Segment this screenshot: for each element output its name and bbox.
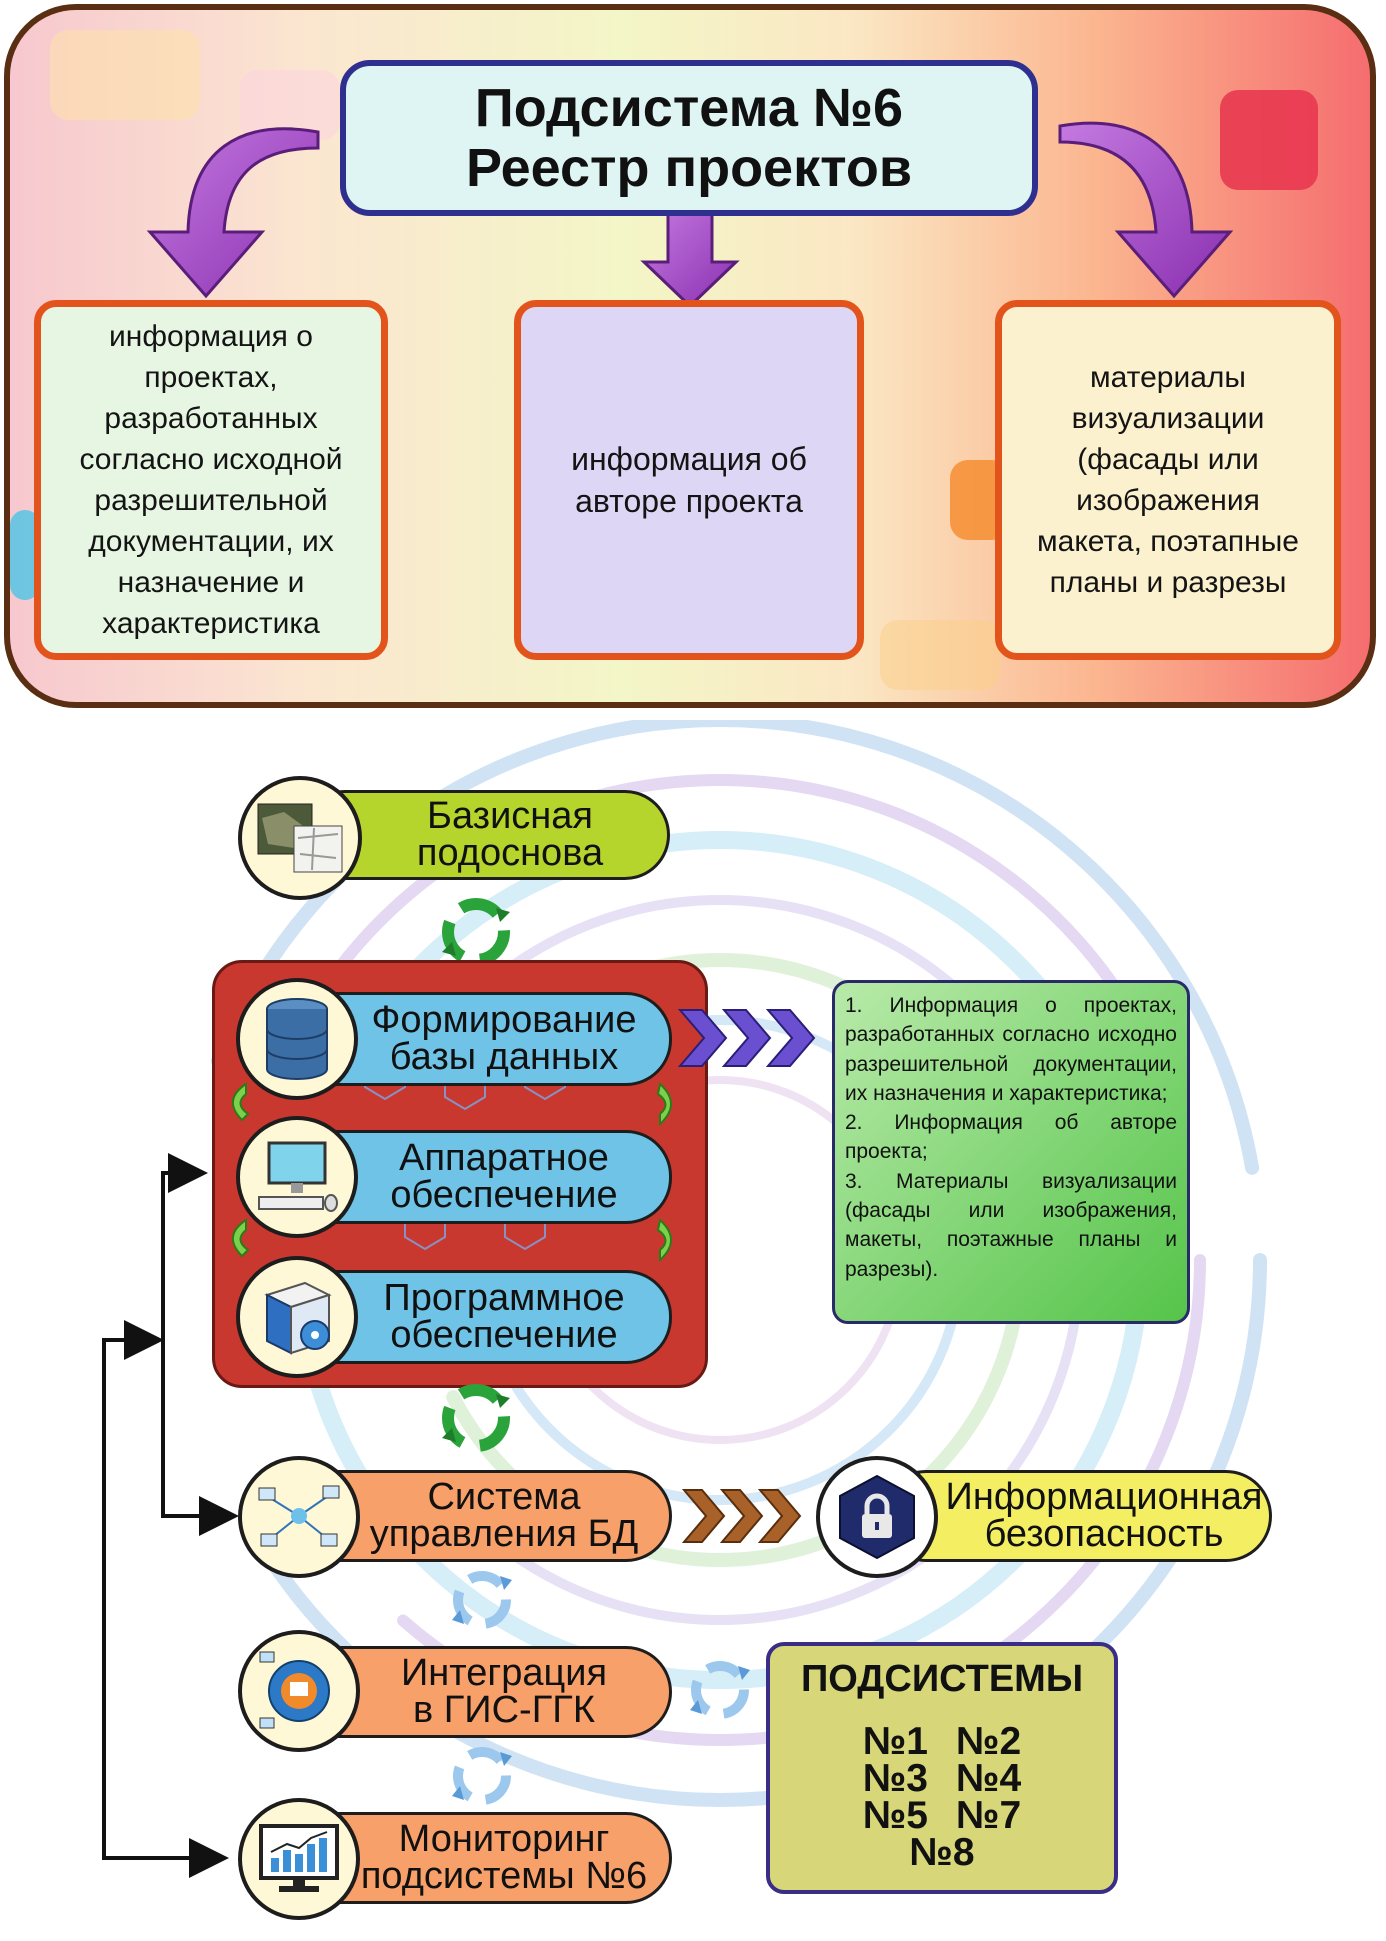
info-box: 1. Информация о проектах, разработанных … (832, 980, 1190, 1324)
info-item-2: 2. Информация об авторе проекта; (845, 1111, 1177, 1164)
title-line-2: Реестр проектов (465, 138, 913, 198)
box-project-info-text: информация о проектах, разработанных сог… (79, 320, 343, 640)
pill-basis-line1: Базисная (427, 795, 593, 837)
pill-hardware-line2: обеспечение (390, 1174, 618, 1216)
decor-square (50, 30, 200, 120)
pill-hardware-line1: Аппаратное (399, 1137, 609, 1179)
pill-dbms: Система управления БД (290, 1470, 672, 1562)
pill-software-line1: Программное (383, 1277, 625, 1319)
software-box-icon (236, 1256, 358, 1378)
subsystem-label: №1 (862, 1720, 928, 1763)
pill-gis: Интеграция в ГИС-ГГК (290, 1646, 672, 1738)
title-line-1: Подсистема №6 (474, 78, 904, 138)
decor-square (1220, 90, 1318, 190)
sync-icon (452, 1571, 512, 1629)
cycle-arrows (232, 1082, 672, 1263)
recycle-icon (442, 898, 510, 966)
chevrons-right-icon (677, 1009, 816, 1067)
monitoring-chart-icon (238, 1798, 360, 1920)
lock-icon (816, 1456, 938, 1578)
pill-gis-line2: в ГИС-ГГК (412, 1689, 596, 1731)
chevrons-right-icon (681, 1489, 802, 1543)
computer-icon (236, 1116, 358, 1238)
subsystem-label: №5 (862, 1794, 928, 1837)
sync-icon (690, 1661, 750, 1719)
pill-gis-line1: Интеграция (400, 1652, 608, 1694)
info-item-3: 3. Материалы визуализации (фасады или из… (845, 1169, 1177, 1281)
top-arrows (146, 121, 1234, 309)
diagram-title: Подсистема №6 Реестр проектов (340, 60, 1038, 216)
arrow-left-icon (146, 127, 320, 299)
subsystem-label: №4 (956, 1757, 1022, 1800)
subsystems-box: ПОДСИСТЕМЫ №1 №2 №3 №4 №5 №7 №8 (766, 1642, 1118, 1894)
recycle-icon (442, 1384, 510, 1452)
left-connectors (102, 1153, 239, 1878)
box-project-info: информация о проектах, разработанных сог… (34, 300, 388, 660)
sync-icon (452, 1747, 512, 1805)
pill-database: Формирование базы данных (290, 992, 672, 1086)
pill-monitoring-line2: подсистемы №6 (360, 1855, 648, 1897)
subsystem-label: №3 (862, 1757, 928, 1800)
pill-software-line2: обеспечение (390, 1314, 618, 1356)
pill-dbms-line1: Система (427, 1476, 581, 1518)
network-icon (238, 1456, 360, 1578)
box-author-info-text: информация об авторе проекта (571, 441, 807, 519)
subsystems-grid: №1 №2 №3 №4 №5 №7 №8 (862, 1720, 1022, 1874)
subsystem-label: №7 (956, 1794, 1022, 1837)
pill-basis-line2: подоснова (416, 832, 604, 874)
decor-square (880, 620, 1000, 690)
gis-integration-icon (238, 1630, 360, 1752)
map-thumbnail-icon (238, 776, 362, 900)
pill-database-line2: базы данных (389, 1036, 619, 1078)
pill-security: Информационная безопасность (880, 1470, 1272, 1562)
box-visualization: материалы визуализации (фасады или изобр… (995, 300, 1341, 660)
arrow-down-icon (640, 208, 740, 309)
database-icon (236, 978, 358, 1100)
pill-security-line1: Информационная (945, 1476, 1263, 1518)
pill-security-line2: безопасность (984, 1513, 1224, 1555)
box-visualization-text: материалы визуализации (фасады или изобр… (1037, 361, 1299, 599)
pill-database-line1: Формирование (371, 999, 637, 1041)
subsystem-label: №8 (909, 1831, 975, 1874)
pill-dbms-line2: управления БД (369, 1513, 639, 1555)
box-author-info: информация об авторе проекта (514, 300, 864, 660)
subsystem-label: №2 (956, 1720, 1022, 1763)
info-item-1: 1. Информация о проектах, разработанных … (845, 994, 1177, 1105)
arrow-right-icon (1058, 121, 1234, 299)
subsystems-title: ПОДСИСТЕМЫ (800, 1658, 1084, 1700)
pill-monitoring-line1: Мониторинг (398, 1818, 610, 1860)
